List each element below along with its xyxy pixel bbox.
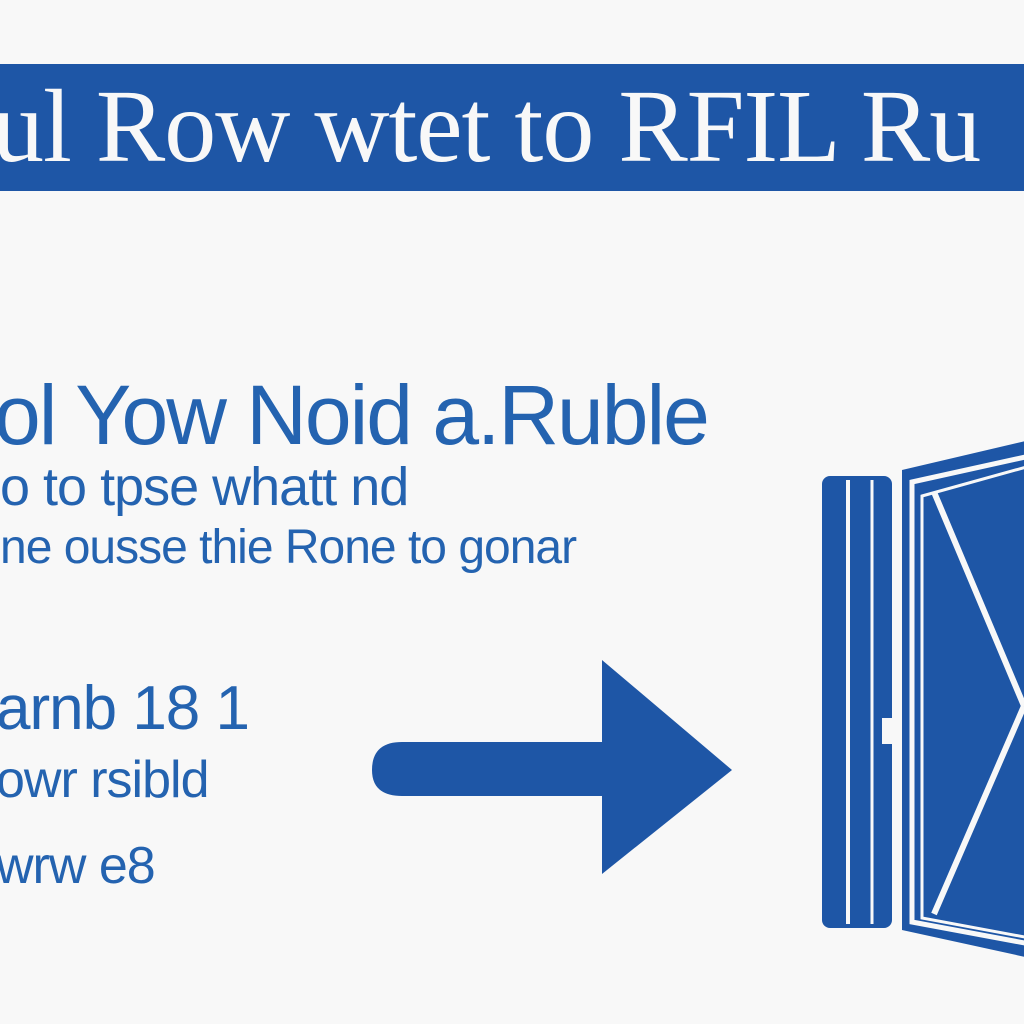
- stat-line-2: owr rsibld: [0, 751, 209, 809]
- stat-line-3: wrw e8: [0, 837, 156, 895]
- title-banner: ul Row wtet to RFIL Ru: [0, 64, 1024, 191]
- body-line-2: ne ousse thie Rone to gonar: [0, 521, 577, 574]
- content-heading: ol Yow Noid a.Ruble: [0, 368, 710, 462]
- body-line-1: o to tpse whatt nd: [0, 457, 409, 517]
- banner-title: ul Row wtet to RFIL Ru: [0, 69, 981, 184]
- door-icon: [822, 441, 1024, 957]
- right-arrow-icon: [372, 660, 732, 874]
- stat-line-1: arnb 18 1: [0, 674, 250, 743]
